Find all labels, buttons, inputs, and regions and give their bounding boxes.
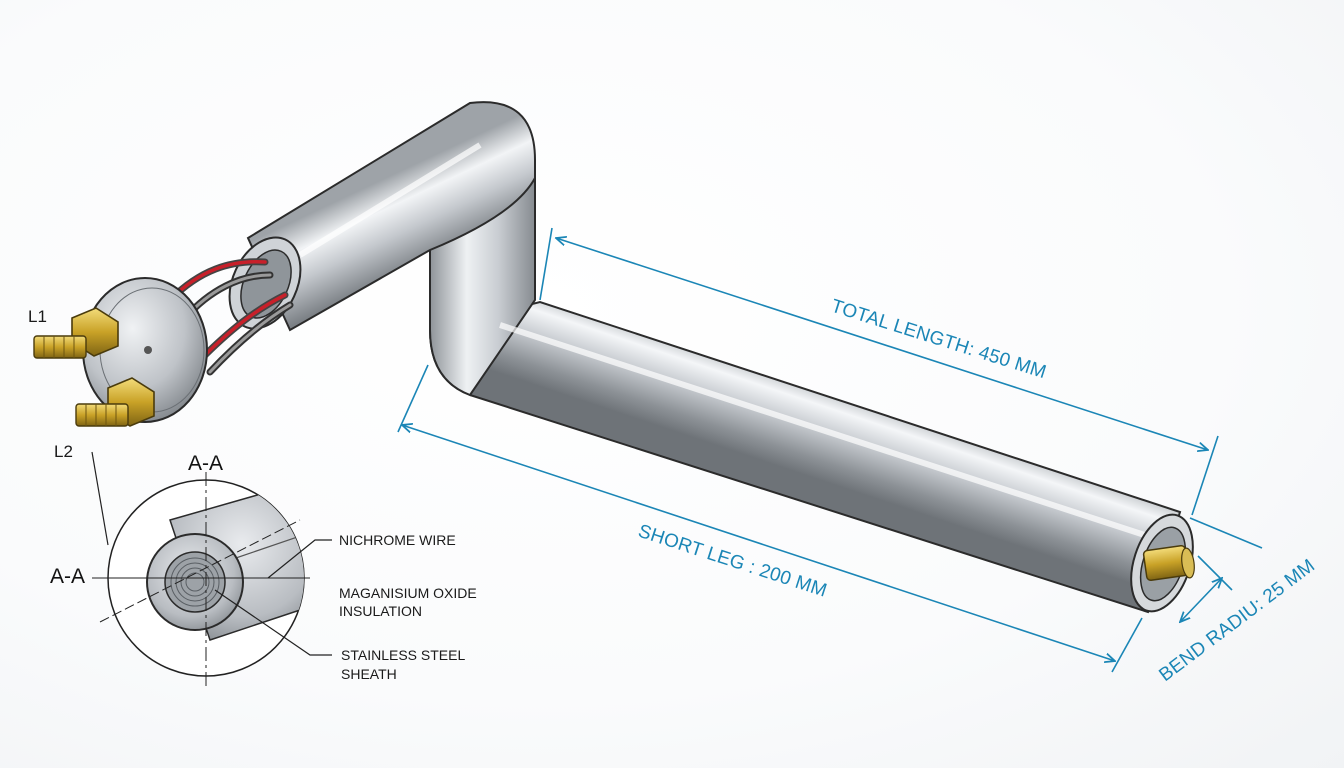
callout-sheath-line2: SHEATH [341,666,397,682]
total-length-label: TOTAL LENGTH: 450 MM [828,296,1048,383]
tube-long-leg [428,300,1182,614]
tube-upper-leg [246,101,536,332]
coil-cross-section [170,557,220,607]
terminal-label-l1: L1 [28,307,47,326]
tube-riser [429,173,536,397]
callout-insulation-line1: MAGANISIUM OXIDE [339,585,477,601]
short-leg-label: SHORT LEG : 200 MM [635,521,829,602]
callout-insulation-line2: INSULATION [339,603,422,619]
callout-sheath-line1: STAINLESS STEEL [341,647,465,663]
dimension-short-leg [397,364,1143,673]
callout-nichrome-wire: NICHROME WIRE [339,532,456,548]
section-view: A-A A-A [50,452,310,690]
terminal-l2 [75,377,155,427]
section-leader [91,451,109,546]
tube-end [1130,513,1195,613]
terminal-label-l2: L2 [54,442,73,461]
terminal-flange: L1 L2 [28,277,208,461]
dimension-total-length [539,227,1219,516]
terminal-l1 [33,307,119,359]
dimension-bend-radius [1180,517,1263,622]
callout-leaders [214,539,332,656]
section-label-top: A-A [188,452,223,475]
insulation-cross-section [164,551,226,613]
section-label-left: A-A [50,565,85,588]
